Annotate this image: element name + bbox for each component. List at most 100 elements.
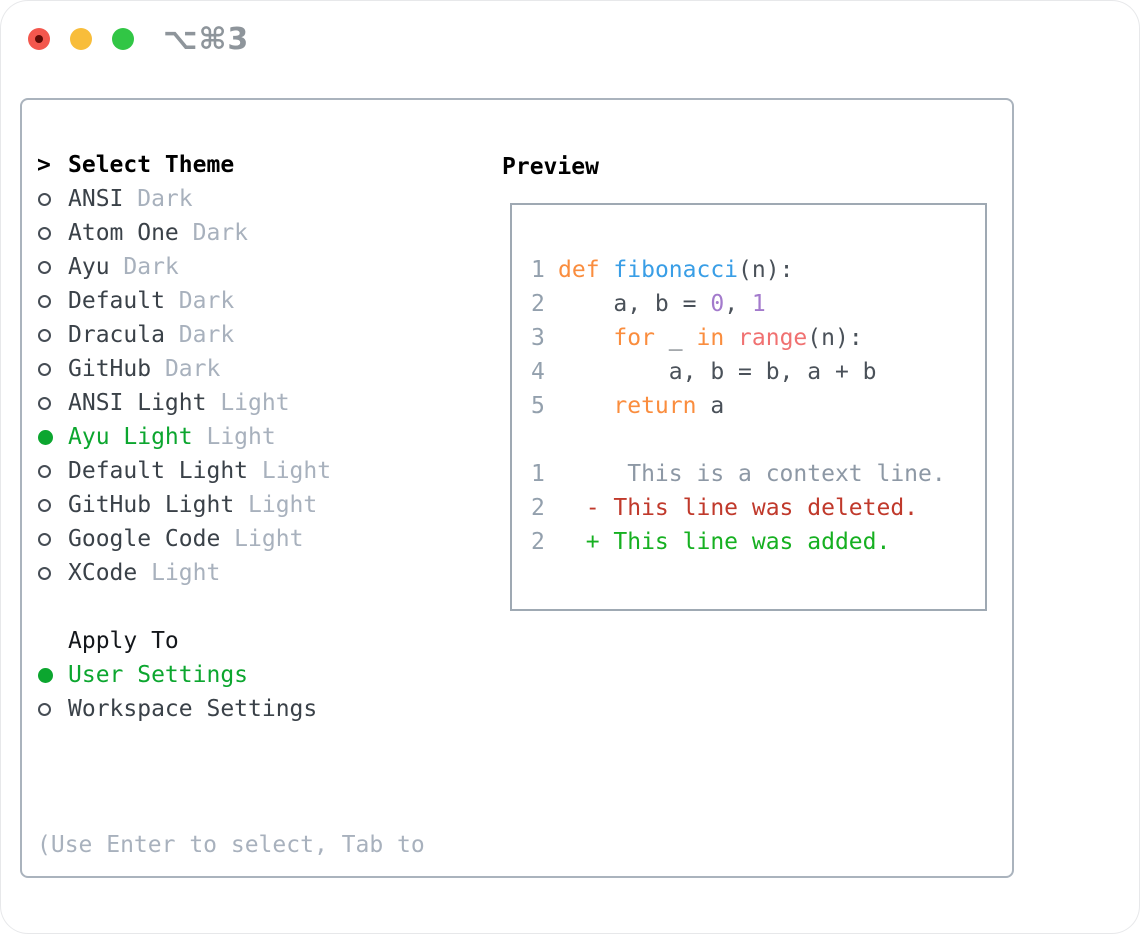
option-label: Dracula — [68, 322, 165, 348]
radio-selected-icon — [38, 667, 53, 683]
theme-option[interactable]: ANSI Dark — [37, 182, 497, 216]
spacer — [37, 590, 497, 624]
theme-option[interactable]: Ayu Dark — [37, 250, 497, 284]
option-variant-label: Light — [248, 458, 332, 484]
code-line — [531, 423, 985, 457]
theme-option[interactable]: Dracula Dark — [37, 318, 497, 352]
apply-to-header: Apply To — [37, 624, 497, 658]
radio-icon — [38, 566, 51, 580]
radio-icon — [38, 498, 51, 512]
marker-cell — [37, 396, 68, 410]
window-shortcut-label: ⌥⌘3 — [163, 22, 250, 57]
option-label: Ayu Light — [68, 424, 193, 450]
option-variant-label: Dark — [109, 254, 179, 280]
theme-option[interactable]: GitHub Light Light — [37, 488, 497, 522]
cursor-arrow-icon: > — [37, 152, 51, 178]
code-text: return a — [613, 393, 725, 419]
help-text: (Use Enter to select, Tab to change focu… — [37, 760, 497, 934]
marker-cell — [37, 429, 68, 445]
marker-cell — [37, 192, 68, 206]
line-number: 4 — [531, 359, 545, 385]
zoom-button[interactable] — [112, 28, 134, 50]
theme-option[interactable]: Default Light Light — [37, 454, 497, 488]
close-button[interactable] — [28, 28, 50, 50]
code-text: a, b = b, a + b — [558, 359, 877, 385]
radio-icon — [38, 226, 51, 240]
option-label: ANSI Light — [68, 390, 207, 416]
titlebar: ⌥⌘3 — [0, 0, 1140, 80]
radio-icon — [38, 294, 51, 308]
option-variant-label: Dark — [164, 322, 235, 348]
help-text-line1: (Use Enter to select, Tab to — [37, 832, 425, 858]
option-variant-label: Light — [234, 492, 318, 518]
marker-cell — [37, 294, 68, 308]
code-preview: 1 def fibonacci(n): 2 a, b = 0, 1 3 for _ i… — [531, 253, 985, 559]
preview-title: Preview — [502, 154, 599, 180]
minimize-button[interactable] — [70, 28, 92, 50]
line-number: 1 — [531, 461, 545, 487]
theme-option[interactable]: XCode Light — [37, 556, 497, 590]
option-label: ANSI — [68, 186, 124, 212]
code-text: + This line was added. — [558, 529, 891, 555]
option-label: Ayu — [68, 254, 110, 280]
theme-option[interactable]: Google Code Light — [37, 522, 497, 556]
theme-option[interactable]: Default Dark — [37, 284, 497, 318]
code-line: 1 def fibonacci(n): — [531, 253, 985, 287]
option-variant-label: Dark — [178, 220, 249, 246]
radio-icon — [38, 464, 51, 478]
theme-option[interactable]: Atom One Dark — [37, 216, 497, 250]
code-text: def fibonacci(n): — [558, 257, 794, 283]
option-label: User Settings — [68, 662, 249, 688]
option-variant-label: Light — [206, 390, 290, 416]
option-variant-label: Light — [220, 526, 304, 552]
code-line: 4 a, b = b, a + b — [531, 355, 985, 389]
radio-icon — [38, 532, 51, 546]
help-text-line2: change focus) — [37, 930, 497, 934]
theme-option[interactable]: Ayu Light Light — [37, 420, 497, 454]
line-number: 2 — [531, 529, 545, 555]
radio-icon — [38, 396, 51, 410]
radio-selected-icon — [38, 429, 53, 445]
option-variant-label: Dark — [151, 356, 221, 382]
theme-option[interactable]: GitHub Dark — [37, 352, 497, 386]
marker-cell — [37, 566, 68, 580]
option-variant-label: Dark — [123, 186, 193, 212]
option-variant-label: Light — [192, 424, 276, 450]
radio-icon — [38, 260, 51, 274]
code-line: 2 a, b = 0, 1 — [531, 287, 985, 321]
code-text: This is a context line. — [558, 461, 946, 487]
apply-to-option[interactable]: Workspace Settings — [37, 692, 497, 726]
marker-cell — [37, 702, 68, 716]
apply-to-option[interactable]: User Settings — [37, 658, 497, 692]
spacer — [37, 726, 497, 760]
option-label: GitHub Light — [68, 492, 235, 518]
radio-icon — [38, 362, 51, 376]
code-line: 2 - This line was deleted. — [531, 491, 985, 525]
marker-cell — [37, 226, 68, 240]
option-variant-label: Dark — [164, 288, 235, 314]
option-label: Atom One — [68, 220, 179, 246]
close-dot-icon — [35, 35, 43, 43]
code-line: 1 This is a context line. — [531, 457, 985, 491]
option-label: Google Code — [68, 526, 221, 552]
line-number: 1 — [531, 257, 545, 283]
option-label: GitHub — [68, 356, 152, 382]
marker-cell — [37, 667, 68, 683]
code-line: 2 + This line was added. — [531, 525, 985, 559]
select-theme-header: > Select Theme — [37, 148, 497, 182]
theme-option[interactable]: ANSI Light Light — [37, 386, 497, 420]
line-number: 3 — [531, 325, 545, 351]
code-text: - This line was deleted. — [558, 495, 919, 521]
code-text: for _ in range(n): — [613, 325, 863, 351]
radio-icon — [38, 192, 51, 206]
radio-icon — [38, 702, 51, 716]
radio-icon — [38, 328, 51, 342]
marker-cell — [37, 260, 68, 274]
apply-to-title: Apply To — [68, 628, 179, 654]
line-number: 5 — [531, 393, 545, 419]
marker-cell — [37, 532, 68, 546]
